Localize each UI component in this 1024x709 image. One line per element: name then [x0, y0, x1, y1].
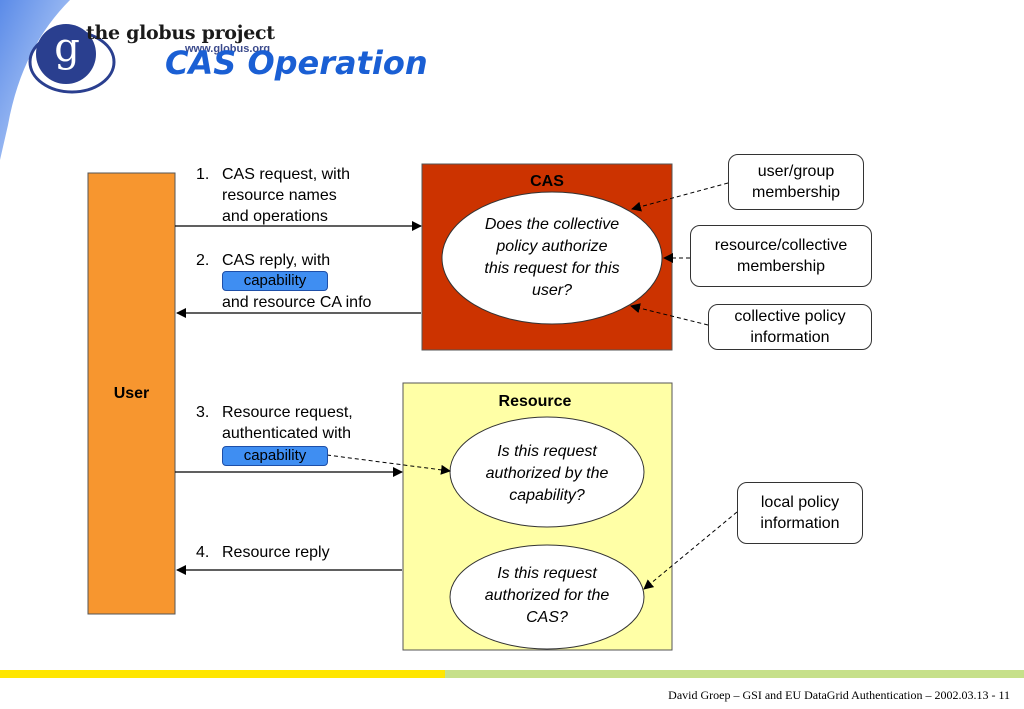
step-text-line: Resource reply [222, 544, 330, 561]
resource-label: Resource [498, 393, 572, 410]
resource-collective-membership-box: resource/collective membership [690, 225, 872, 287]
footer-text: David Groep – GSI and EU DataGrid Authen… [668, 688, 1010, 702]
user-label: User [113, 385, 150, 402]
step-3: 3. Resource request, authenticated with [196, 402, 396, 446]
step-text-line: authenticated with [222, 425, 351, 442]
resource-question-oval-2 [449, 544, 645, 650]
step-number: 1. [196, 166, 210, 183]
resource-question-2-text: Is this request authorized for the CAS? [484, 565, 610, 626]
step-number: 3. [196, 404, 210, 421]
step-text-line: CAS request, with [222, 166, 351, 183]
step-text-line: Resource request, [222, 404, 353, 421]
footer-bar-green [445, 670, 1024, 678]
user-group-membership-box: user/group membership [728, 154, 864, 210]
step-2: 2. CAS reply, with and resource CA info [196, 250, 411, 314]
step-text-line: CAS reply, with [222, 252, 331, 269]
step-text-line: resource names [222, 187, 337, 204]
logo-url: www.globus.org [185, 43, 271, 55]
footer-bar-yellow [0, 670, 445, 678]
logo-wordmark: the globus project [86, 22, 275, 44]
cas-question-oval [441, 191, 663, 325]
step-1: 1. CAS request, with resource names and … [196, 164, 406, 228]
dashed-arrow-collective-policy [630, 303, 709, 326]
corner-swoosh [0, 0, 70, 160]
step-number: 4. [196, 544, 210, 561]
collective-policy-info-box: collective policy information [708, 304, 872, 350]
logo-letter: g [54, 25, 80, 71]
user-box [87, 172, 176, 615]
cas-label: CAS [530, 173, 564, 190]
slide-title: CAS Operation [165, 44, 428, 82]
step-4: 4. Resource reply [196, 542, 396, 564]
dashed-arrow-user-group [631, 182, 729, 212]
step-text-line: and resource CA info [222, 294, 372, 311]
capability-pill: capability [222, 271, 328, 291]
local-policy-info-box: local policy information [737, 482, 863, 544]
step-text-line: and operations [222, 208, 328, 225]
step-number: 2. [196, 252, 210, 269]
globus-logo-icon [28, 24, 116, 94]
dashed-arrow-local-policy [643, 511, 738, 590]
capability-pill: capability [222, 446, 328, 466]
cas-question-text: Does the collective policy authorize thi… [484, 216, 620, 299]
resource-question-1-text: Is this request authorized by the capabi… [485, 443, 609, 504]
